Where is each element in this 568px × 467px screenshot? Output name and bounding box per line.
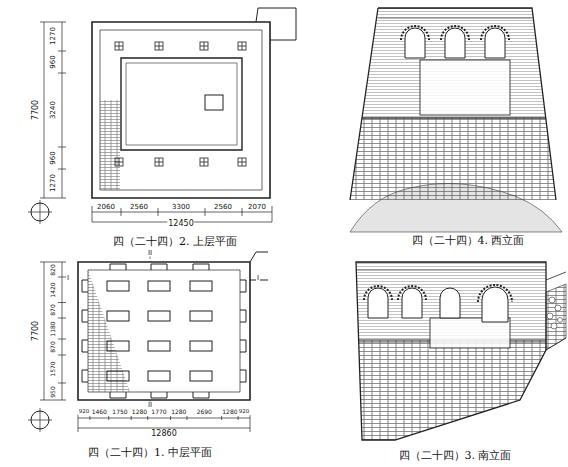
dimension-text: 960 <box>50 150 57 165</box>
dimension-text: 2690 <box>196 409 213 415</box>
dimension-text: 950 <box>50 385 56 398</box>
dimension-text: 1270 <box>50 173 57 193</box>
dimension-text: 1770 <box>150 409 167 415</box>
dimension-text: 7700 <box>32 99 40 121</box>
dimension-text: 870 <box>50 303 56 316</box>
dimension-text: 920 <box>78 409 91 415</box>
dimension-text: 2560 <box>129 204 149 211</box>
drawing-caption: 四（二十四）2. 上层平面 <box>112 236 238 247</box>
dimension-text: 1280 <box>131 409 148 415</box>
section-mark: II <box>147 250 153 257</box>
dimension-text: 1420 <box>50 281 56 298</box>
section-mark: I <box>256 275 260 282</box>
dimension-text: 2060 <box>96 204 116 211</box>
dimension-text: 870 <box>50 340 56 353</box>
dimension-text: 1270 <box>50 26 57 46</box>
dimension-text: 12860 <box>150 430 177 438</box>
dimension-text: 3300 <box>171 204 191 211</box>
dimension-text: 1570 <box>50 360 56 377</box>
dimension-text: 920 <box>238 409 251 415</box>
drawing-caption: 四（二十四）4. 西立面 <box>411 235 526 246</box>
section-mark: II <box>147 402 153 409</box>
section-mark: I <box>66 275 70 282</box>
dimension-text: 7700 <box>32 320 40 342</box>
dimension-text: 1280 <box>221 409 238 415</box>
drawing-caption: 四（二十四）3. 南立面 <box>398 450 513 461</box>
dimension-text: 12450 <box>167 220 194 228</box>
dimension-text: 1460 <box>91 409 108 415</box>
drawing-caption: 四（二十四）1. 中层平面 <box>87 447 213 458</box>
dimension-text: 1180 <box>50 320 56 337</box>
dimension-text: 1280 <box>170 409 187 415</box>
dimension-text: 960 <box>50 54 57 69</box>
dimension-text: 820 <box>50 263 56 276</box>
dimension-text: 1750 <box>111 409 128 415</box>
dimension-text: 2070 <box>247 204 267 211</box>
dimension-text: 3240 <box>50 100 57 120</box>
dimension-text: 2560 <box>213 204 233 211</box>
